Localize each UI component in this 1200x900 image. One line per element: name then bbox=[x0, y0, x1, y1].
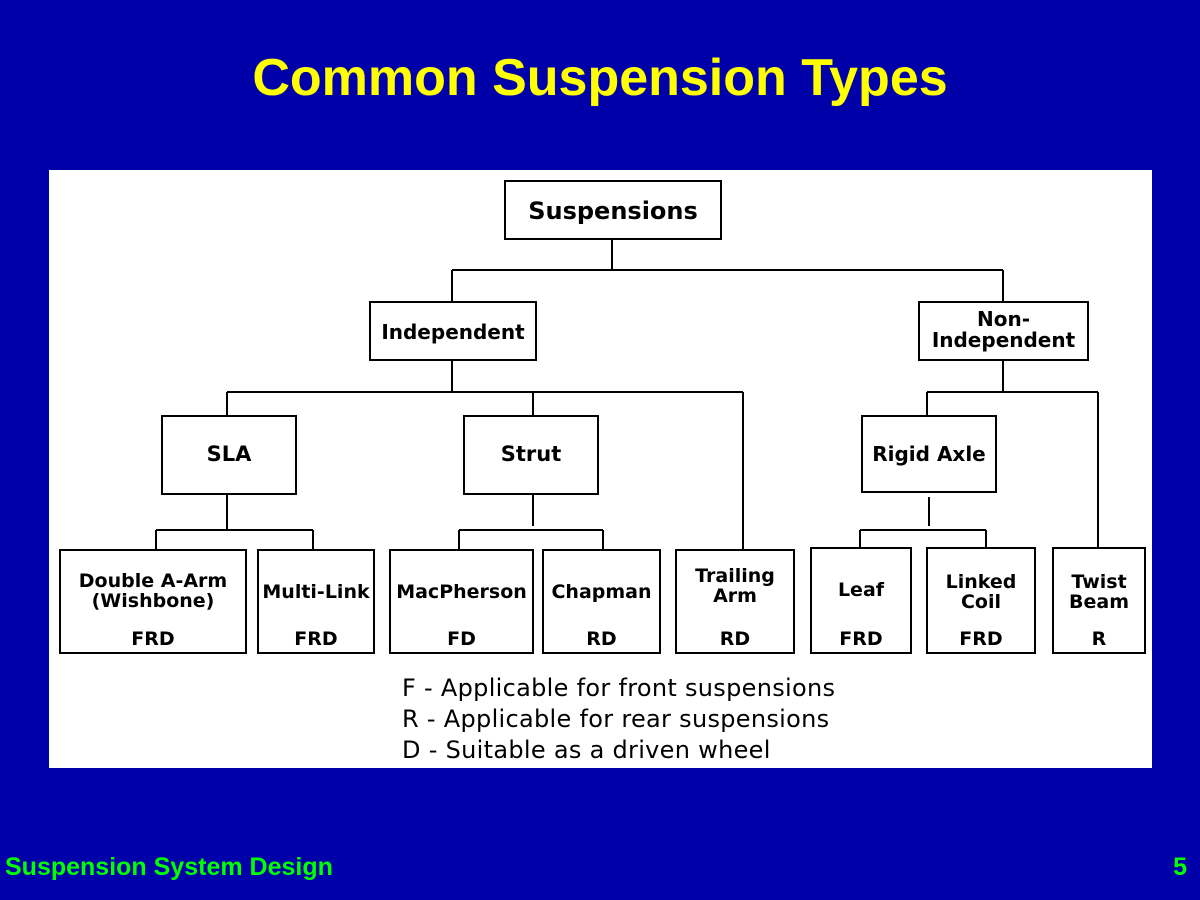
suspension-tree-diagram: Suspensions Independent Non- Independent… bbox=[49, 170, 1152, 768]
node-label: Rigid Axle bbox=[872, 442, 986, 466]
leaf-label: Linked Coil bbox=[945, 571, 1017, 613]
node-label: Independent bbox=[381, 320, 525, 344]
leaf-code: FRD bbox=[294, 628, 338, 650]
leaf-label: Chapman bbox=[551, 581, 652, 603]
footer-title: Suspension System Design bbox=[5, 853, 333, 881]
node-label: SLA bbox=[206, 442, 252, 466]
node-independent: Independent bbox=[369, 301, 537, 361]
node-label: Strut bbox=[500, 442, 562, 466]
leaf-chapman: Chapman RD bbox=[542, 549, 661, 654]
leaf-double-a-arm: Double A-Arm (Wishbone) FRD bbox=[59, 549, 247, 654]
slide-title: Common Suspension Types bbox=[252, 49, 948, 107]
page-number: 5 bbox=[1173, 853, 1187, 881]
leaf-label: Double A-Arm (Wishbone) bbox=[78, 570, 228, 612]
legend-item-front: F - Applicable for front suspensions bbox=[402, 674, 836, 702]
leaf-code: FRD bbox=[839, 628, 883, 650]
leaf-twist-beam: Twist Beam R bbox=[1052, 547, 1146, 654]
leaf-leaf: Leaf FRD bbox=[810, 547, 912, 654]
leaf-macpherson: MacPherson FD bbox=[389, 549, 534, 654]
legend-item-rear: R - Applicable for rear suspensions bbox=[402, 705, 830, 733]
leaf-code: RD bbox=[586, 628, 617, 650]
node-label: Suspensions bbox=[528, 197, 698, 225]
node-non-independent: Non- Independent bbox=[918, 301, 1089, 361]
node-suspensions: Suspensions bbox=[504, 180, 722, 240]
leaf-label: Trailing Arm bbox=[695, 565, 775, 607]
leaf-label: Twist Beam bbox=[1069, 571, 1129, 613]
leaf-multi-link: Multi-Link FRD bbox=[257, 549, 375, 654]
leaf-code: FD bbox=[447, 628, 476, 650]
leaf-label: MacPherson bbox=[396, 581, 527, 603]
node-label: Non- Independent bbox=[931, 307, 1076, 352]
leaf-trailing-arm: Trailing Arm RD bbox=[675, 549, 795, 654]
node-sla: SLA bbox=[161, 415, 297, 495]
leaf-code: R bbox=[1091, 628, 1107, 650]
leaf-linked-coil: Linked Coil FRD bbox=[926, 547, 1036, 654]
legend-item-driven: D - Suitable as a driven wheel bbox=[402, 736, 771, 764]
node-rigid-axle: Rigid Axle bbox=[861, 415, 997, 493]
leaf-code: FRD bbox=[959, 628, 1003, 650]
leaf-code: RD bbox=[719, 628, 751, 650]
legend: F - Applicable for front suspensions R -… bbox=[402, 673, 835, 766]
connector-lines bbox=[155, 239, 1099, 549]
leaf-code: FRD bbox=[131, 628, 175, 650]
node-strut: Strut bbox=[463, 415, 599, 495]
leaf-label: Multi-Link bbox=[262, 581, 370, 603]
leaf-label: Leaf bbox=[837, 579, 885, 601]
